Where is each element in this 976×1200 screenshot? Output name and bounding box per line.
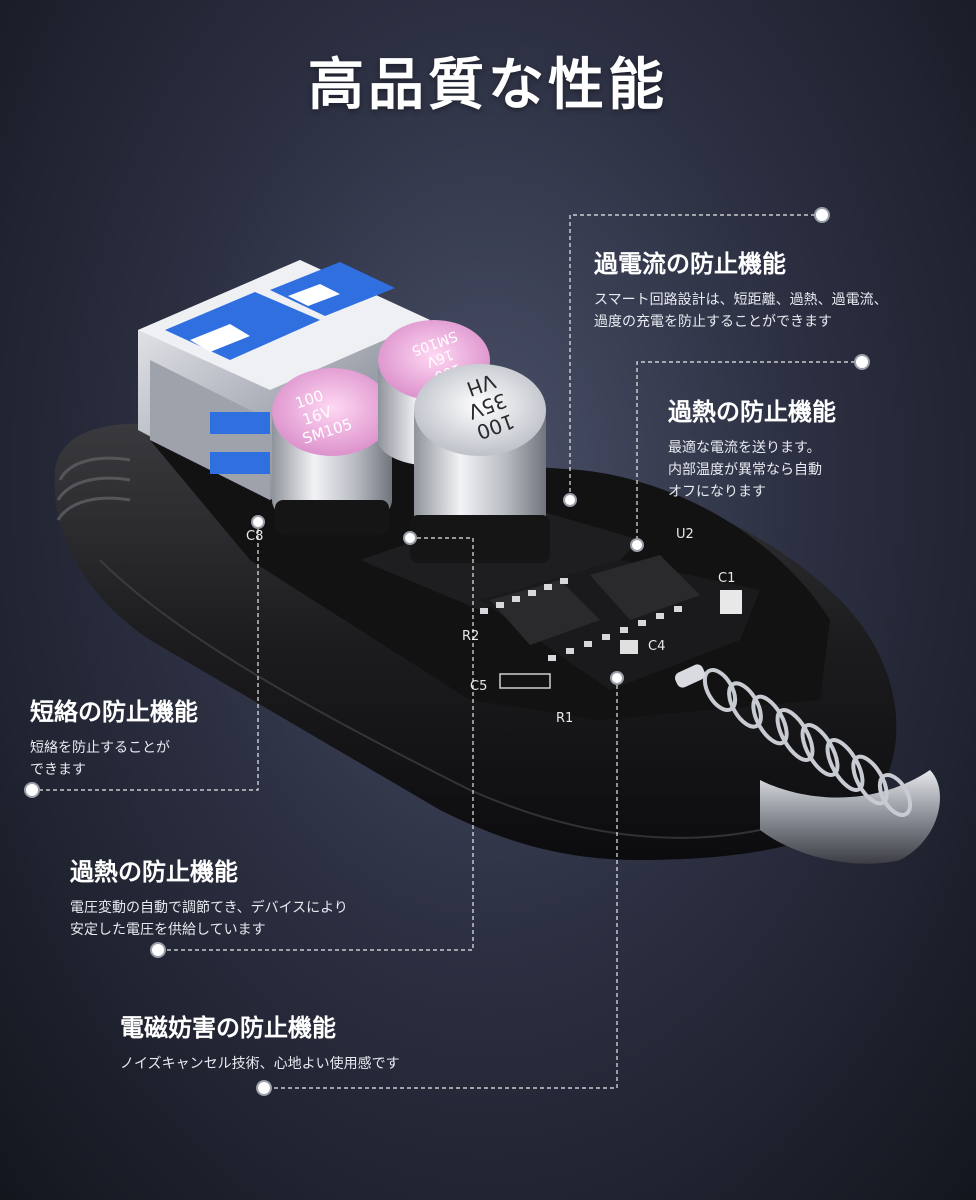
feature-desc-line: 最適な電流を送ります。 [668, 440, 821, 456]
ic-chip-2 [590, 555, 700, 620]
feature-desc-line: 短絡を防止することが [30, 740, 170, 756]
feature-desc-line: 電圧変動の自動で調節てき、デバイスにより [70, 900, 348, 916]
feature-desc-line: スマート回路設計は、短距離、過熱、過電流、 [594, 292, 888, 308]
feature-emi: 電磁妨害の防止機能 ノイズキャンセル技術、心地よい使用感です [120, 1008, 400, 1075]
feature-title: 過熱の防止機能 [668, 398, 836, 426]
feature-title: 過熱の防止機能 [70, 858, 238, 886]
feature-short-circuit: 短絡の防止機能 短絡を防止することが できます [30, 692, 198, 781]
feature-desc-line: ノイズキャンセル技術、心地よい使用感です [120, 1056, 400, 1072]
spring-contact [674, 664, 940, 864]
pcb-label-c4: C4 [648, 639, 665, 654]
feature-overcurrent: 過電流の防止機能 スマート回路設計は、短距離、過熱、過電流、 過度の充電を防止す… [594, 244, 888, 333]
pcb-label-r2: R2 [462, 629, 479, 644]
feature-desc-line: 安定した電圧を供給しています [70, 922, 266, 938]
feature-title: 電磁妨害の防止機能 [120, 1014, 336, 1042]
feature-overheat-1: 過熱の防止機能 最適な電流を送ります。 内部温度が異常なら自動 オフになります [668, 392, 836, 503]
capacitor-3: 100 35V VH [410, 364, 550, 563]
feature-desc-line: オフになります [668, 484, 766, 500]
feature-desc-line: 過度の充電を防止することができます [594, 314, 832, 330]
feature-overheat-2: 過熱の防止機能 電圧変動の自動で調節てき、デバイスにより 安定した電圧を供給して… [70, 852, 348, 941]
page-title: 高品質な性能 [308, 53, 668, 118]
pcb-label-c1: C1 [718, 571, 735, 586]
pcb-label-u2: U2 [676, 527, 694, 542]
feature-desc-line: 内部温度が異常なら自動 [668, 462, 822, 478]
pcb-label-c8: C8 [246, 529, 263, 544]
capacitor-1: 100 16V SM105 [272, 368, 392, 535]
feature-title: 短絡の防止機能 [30, 698, 198, 726]
pcb-label-c5: C5 [470, 679, 487, 694]
pcb-label-r1: R1 [556, 711, 573, 726]
feature-title: 過電流の防止機能 [594, 250, 786, 278]
feature-desc-line: できます [30, 762, 86, 778]
